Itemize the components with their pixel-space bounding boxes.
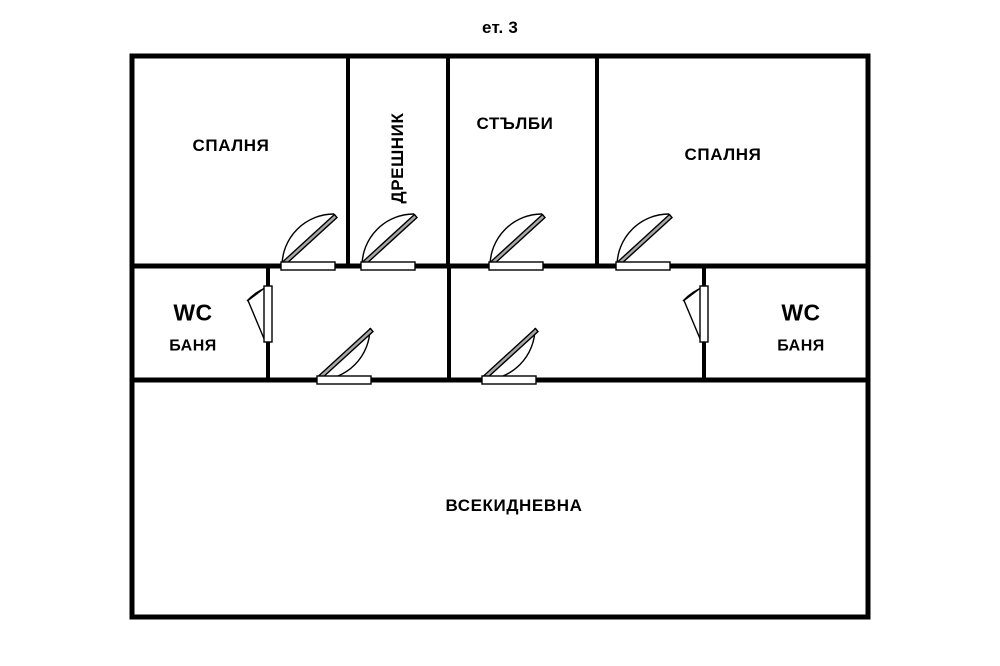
room-label-wc-left: WC [173,299,213,326]
door-living-right [481,327,539,385]
room-label-wardrobe: ДРЕШНИК [387,112,407,204]
room-sublabel-bathroom-right: БАНЯ [777,337,825,355]
door-bedroom-left [280,213,338,271]
door-bedroom-right [615,213,673,271]
room-label-living-room: ВСЕКИДНЕВНА [445,495,583,515]
door-stairs [488,213,546,271]
page-title: ет. 3 [482,18,518,37]
outer-wall-boundary [129,53,871,620]
door-wc-right [682,285,709,343]
room-label-wc-right: WC [781,299,821,326]
room-label-bedroom-right: СПАЛНЯ [684,144,762,164]
room-label-bedroom-left: СПАЛНЯ [192,135,270,155]
door-living-left [316,327,374,385]
room-sublabel-bathroom-left: БАНЯ [169,337,217,355]
room-label-stairs: СТЪЛБИ [476,113,554,133]
door-wc-left [246,285,273,343]
door-wardrobe [360,213,418,271]
